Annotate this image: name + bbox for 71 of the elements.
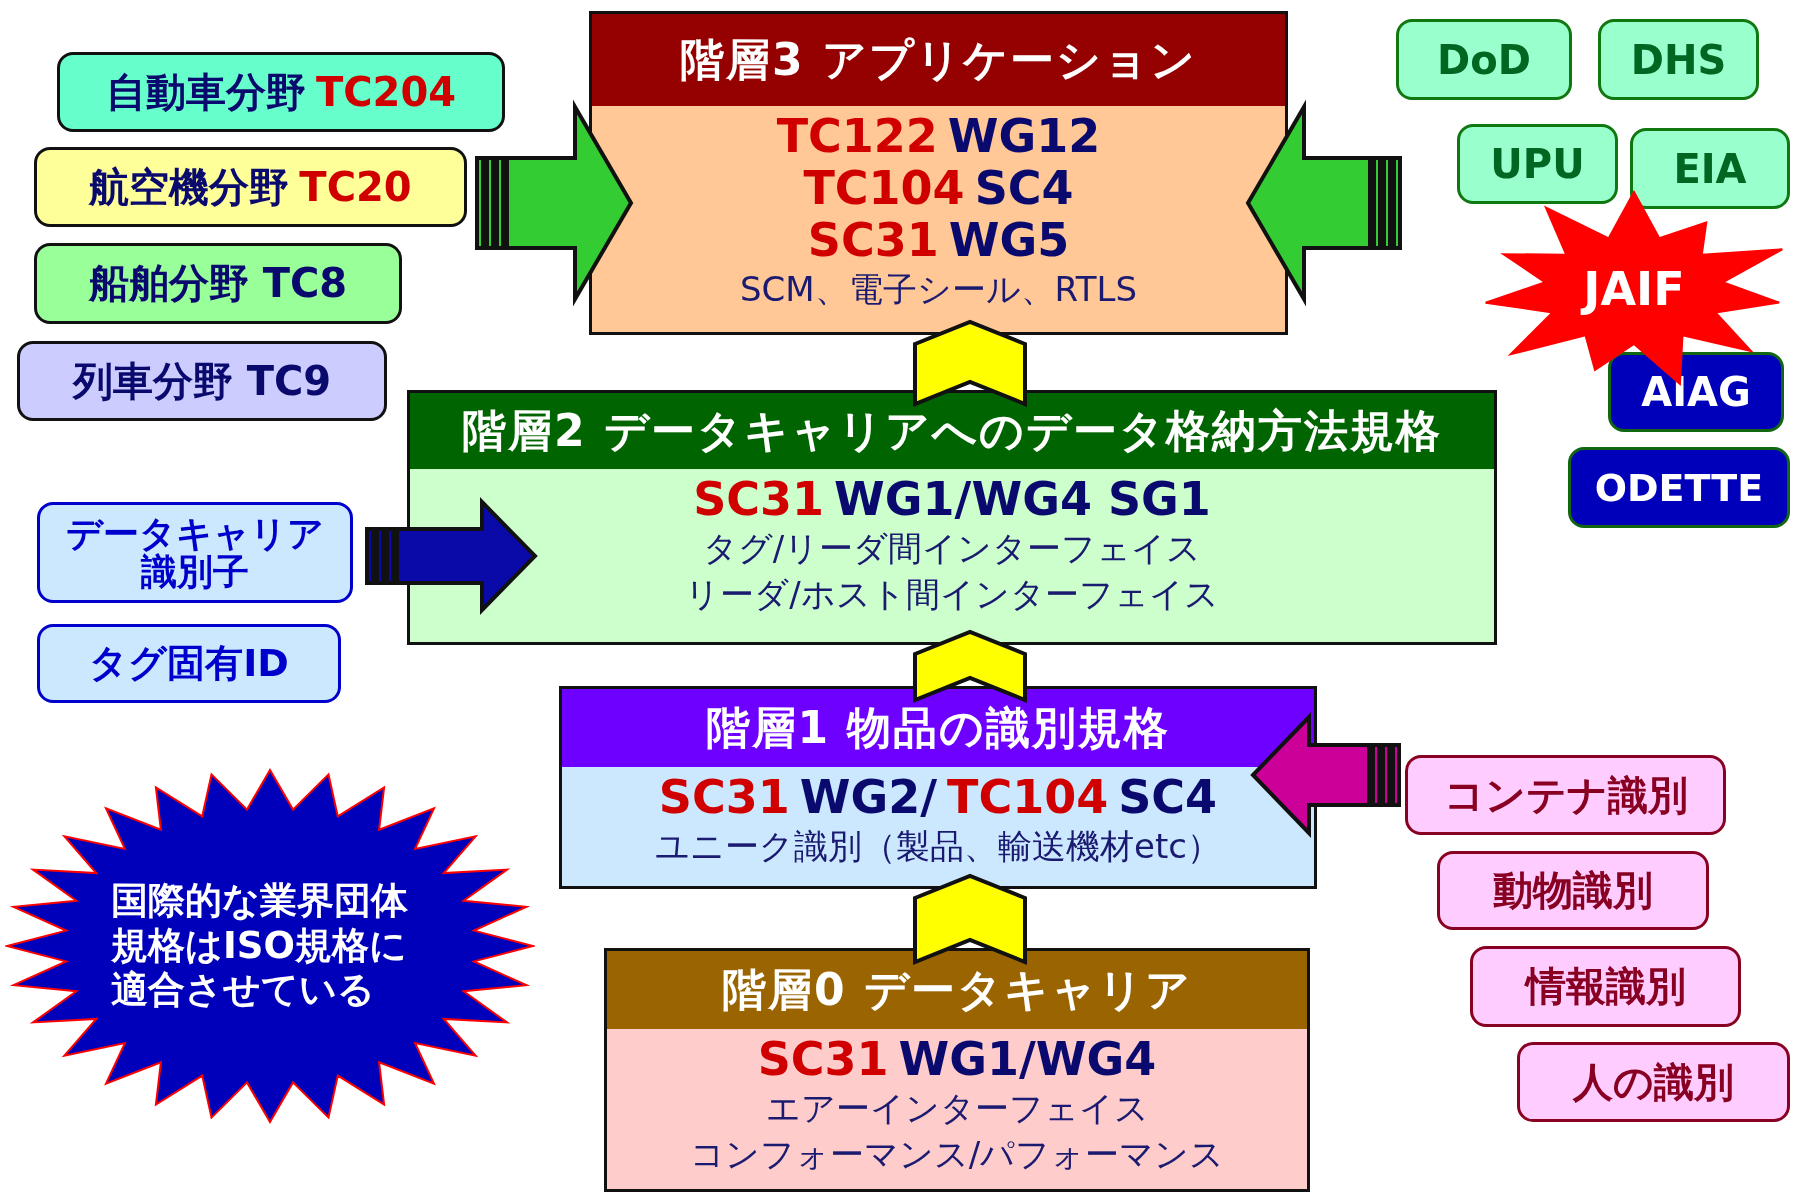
standard-code: TC122 (776, 110, 938, 162)
layer-box (559, 686, 1317, 889)
category-box (1470, 946, 1741, 1027)
category-label: TC20 (299, 163, 412, 210)
header-bar: 階層3 アプリケーション (592, 14, 1285, 106)
category-label: 航空機分野 (89, 162, 290, 212)
burst-text: 国際的な業界団体規格はISO規格に適合させている (111, 879, 409, 1013)
category-label: 自動車分野 (105, 67, 306, 117)
category-label: データキャリア識別子 (65, 514, 325, 591)
category-box (34, 147, 467, 227)
standard-code: TC104 (803, 162, 965, 214)
category-box (57, 52, 505, 132)
layer-box (604, 948, 1310, 1192)
category-box (1396, 19, 1572, 100)
block-arrow (1245, 99, 1402, 307)
category-box (1630, 128, 1790, 209)
category-label: UPU (1490, 141, 1585, 187)
standard-code: SC31 (807, 214, 939, 266)
standard-code: WG1/WG4 SG1 (834, 473, 1211, 525)
standard-code: WG5 (948, 214, 1070, 266)
category-label: AIAG (1641, 369, 1751, 415)
standard-code: WG1/WG4 (898, 1033, 1157, 1085)
layer-box (407, 390, 1497, 645)
standard-code: SC4 (974, 162, 1074, 214)
category-box (1437, 851, 1709, 930)
block-arrow (1250, 712, 1401, 838)
category-label: コンテナ識別 (1443, 770, 1688, 820)
description-text: SCM、電子シール、RTLS (739, 268, 1138, 311)
category-box (1608, 352, 1784, 432)
chevron-arrow (913, 319, 1027, 407)
standard-code: SC4 (1118, 771, 1218, 823)
category-label: TC204 (315, 68, 457, 115)
starburst (5, 768, 535, 1124)
category-label: 人の識別 (1573, 1057, 1734, 1107)
header-bar: 階層1 物品の識別規格 (562, 689, 1314, 767)
category-label: ODETTE (1594, 465, 1764, 510)
chevron-arrow (913, 629, 1027, 703)
block-arrow (365, 497, 538, 615)
standard-code: SC31 (757, 1033, 889, 1085)
category-label: EIA (1673, 145, 1747, 192)
category-box (34, 243, 402, 324)
category-label: DoD (1437, 36, 1531, 83)
category-box (1457, 124, 1618, 204)
category-label: 列車分野 TC9 (72, 356, 332, 406)
standard-code: SC31 (658, 771, 790, 823)
standard-code: SC31 (693, 473, 825, 525)
standard-code: WG12 (947, 110, 1101, 162)
category-label: 動物識別 (1493, 866, 1653, 915)
category-label: 情報識別 (1525, 962, 1686, 1011)
category-label: DHS (1630, 36, 1727, 83)
block-arrow (475, 99, 634, 307)
category-box (37, 502, 353, 603)
category-box (1517, 1042, 1790, 1122)
header-bar: 階層2 データキャリアへのデータ格納方法規格 (410, 393, 1494, 469)
description-text: コンフォーマンス/パフォーマンス (689, 1133, 1225, 1176)
description-text: リーダ/ホスト間インターフェイス (685, 573, 1219, 616)
standard-code: WG2/ (799, 771, 938, 823)
category-box (1598, 19, 1759, 100)
category-box (17, 341, 387, 421)
description-text: エアーインターフェイス (765, 1087, 1149, 1130)
chevron-arrow (913, 873, 1027, 965)
category-label: タグ固有ID (89, 640, 289, 687)
layer-box (589, 11, 1288, 335)
category-box (1568, 447, 1790, 528)
category-label: 船舶分野 TC8 (88, 259, 348, 308)
description-text: ユニーク識別（製品、輸送機材etc） (655, 825, 1221, 868)
standard-code: TC104 (947, 771, 1109, 823)
description-text: タグ/リーダ間インターフェイス (702, 527, 1202, 570)
category-box (37, 624, 341, 703)
header-bar: 階層0 データキャリア (607, 951, 1307, 1029)
category-box (1405, 755, 1726, 835)
